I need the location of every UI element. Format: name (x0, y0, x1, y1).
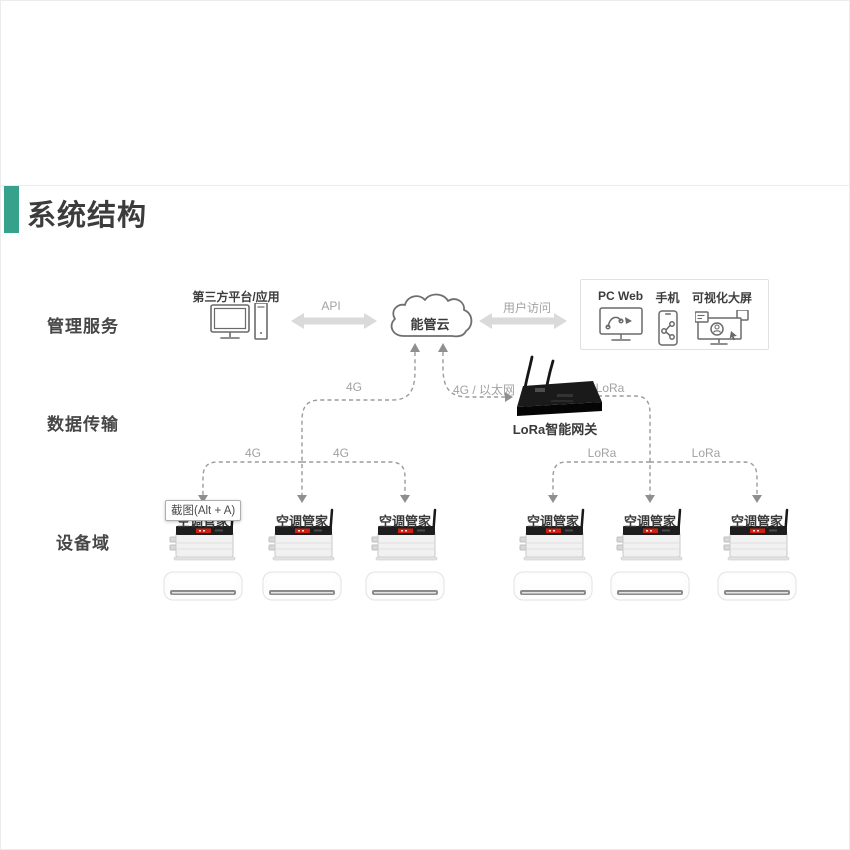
cloud-label: 能管云 (410, 317, 450, 332)
pc-web-icon (598, 307, 643, 341)
arrowhead-down-3 (400, 495, 410, 503)
api-link-label: API (321, 299, 341, 313)
lora-gateway-icon (517, 355, 602, 416)
device-label: 空调管家 (526, 514, 579, 529)
device-column-1: 空调管家 (163, 506, 243, 606)
air-conditioner-icon (262, 571, 342, 601)
device-column-2: 空调管家 (262, 506, 342, 606)
branch-left-4g-label-1: 4G (244, 446, 261, 460)
third-party-label: 第三方平台/应用 (192, 290, 280, 304)
arrowhead-down-6 (752, 495, 762, 503)
terminal-pc-web: PC Web (598, 289, 643, 343)
ac-controller-icon (371, 508, 438, 561)
arrowhead-up-right (438, 343, 448, 352)
cloud-icon (390, 293, 473, 338)
air-conditioner-icon (163, 571, 243, 601)
device-label: 空调管家 (623, 514, 676, 529)
arrowhead-up-left (410, 343, 420, 352)
terminal-phone: 手机 (656, 289, 680, 346)
row-label-devices: 设备域 (56, 534, 110, 553)
device-column-6: 空调管家 (717, 506, 797, 606)
branch-right-lora-label-2: LoRa (691, 446, 721, 460)
screenshot-tooltip: 截图(Alt + A) (165, 500, 242, 521)
branch-left-4g-label-2: 4G (332, 446, 349, 460)
device-label: 空调管家 (730, 514, 783, 529)
link-4g-ethernet-label: 4G / 以太网 (452, 383, 515, 397)
phone-label: 手机 (655, 291, 680, 305)
page-title: 系统结构 (27, 200, 148, 232)
branch-right-lora-label-1: LoRa (587, 446, 617, 460)
title-accent-bar (4, 186, 19, 233)
link-cloud-left-path (301, 352, 416, 496)
air-conditioner-icon (610, 571, 690, 601)
ac-controller-icon (723, 508, 790, 561)
branch-left-right (302, 461, 406, 496)
phone-icon (657, 310, 678, 346)
pc-web-label: PC Web (598, 289, 644, 303)
ac-controller-icon (616, 508, 683, 561)
branch-left-left (202, 461, 302, 496)
desktop-pc-icon (210, 303, 268, 340)
big-screen-label: 可视化大屏 (691, 291, 752, 305)
device-column-4: 空调管家 (513, 506, 593, 606)
device-label: 空调管家 (378, 514, 431, 529)
row-label-management: 管理服务 (47, 317, 119, 336)
device-label: 空调管家 (275, 514, 328, 529)
link-4g-cloud-label: 4G (345, 380, 362, 394)
arrowhead-down-4 (548, 495, 558, 503)
air-conditioner-icon (365, 571, 445, 601)
terminal-big-screen: 可视化大屏 (692, 289, 752, 346)
ac-controller-icon (169, 508, 236, 561)
link-lora-gateway-label: LoRa (595, 381, 625, 395)
branch-right-right (650, 461, 758, 496)
top-divider (0, 185, 850, 186)
ac-controller-icon (268, 508, 335, 561)
ac-controller-icon (519, 508, 586, 561)
branch-right-left (552, 461, 650, 496)
gateway-label: LoRa智能网关 (512, 422, 598, 437)
device-column-5: 空调管家 (610, 506, 690, 606)
terminal-group-box: PC Web 手机 (580, 279, 769, 350)
air-conditioner-icon (513, 571, 593, 601)
air-conditioner-icon (717, 571, 797, 601)
user-access-label: 用户访问 (502, 301, 551, 315)
row-label-transmission: 数据传输 (47, 415, 119, 434)
device-column-3: 空调管家 (365, 506, 445, 606)
arrowhead-down-5 (645, 495, 655, 503)
big-screen-icon (694, 310, 749, 345)
api-double-arrow (291, 313, 377, 329)
arrowhead-down-1 (297, 495, 307, 503)
